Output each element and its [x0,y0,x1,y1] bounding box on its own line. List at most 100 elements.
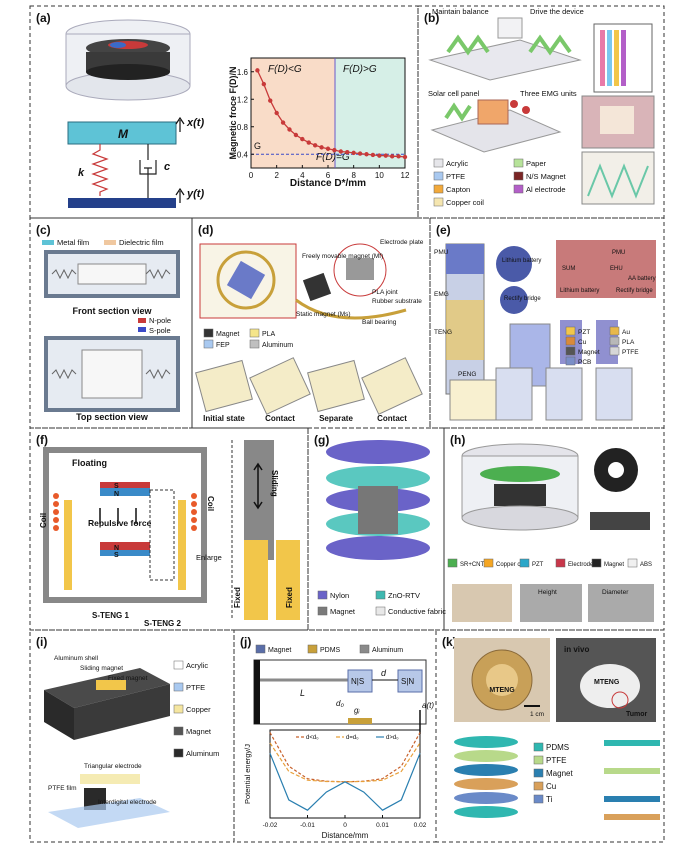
legend-label-b-1: Paper [526,159,547,168]
k-mteng: MTENG [489,687,515,694]
series-point [261,81,267,87]
region-less [251,58,335,168]
legend-label-h-5: ABS [640,562,652,568]
damper-label: c [164,161,170,173]
side-pmu: PMU [434,249,449,256]
legend-metal: Metal film [57,238,89,247]
j-sn: S|N [401,677,414,686]
legend-swatch-i-0 [173,660,184,670]
series-point [306,140,311,145]
series-line-0 [269,732,421,783]
legend-swatch-e-4 [565,346,576,356]
pole-s: S-pole [149,326,171,335]
legend-label-k-1: PTFE [546,756,566,765]
f-pole-2: N [114,491,119,498]
panel-e: (e) PMU EMG TENG PENG Lithium battery Re… [434,223,656,421]
panel-k-photos [454,638,656,722]
xtick-label: 0 [343,822,347,829]
legend-dielectric: Dielectric film [119,238,164,247]
legend-swatch-b-1 [513,158,524,168]
panel-a-spring-mass-model: M k c x(t) y(t) [67,116,204,208]
ytick-label: 0.8 [237,123,249,132]
series-point [383,153,388,158]
base-plate [68,198,176,208]
panel-k-layer-stack [454,736,660,820]
panel-a-device-illustration [65,19,191,101]
xtick-label: 0 [249,171,254,180]
plot-frame [269,729,421,819]
legend-swatch-i-4 [173,748,184,758]
legend-label-d-0: Magnet [216,331,239,338]
series-point [338,149,344,154]
callout-solar: Solar cell panel [428,89,480,98]
legend-swatch-g-2 [317,606,328,616]
legend-label-k-2: Magnet [546,769,573,778]
series-point [357,151,363,156]
ylabel: Potential energy/J [243,744,252,804]
callout-interdigital: Interdigital electrode [98,799,157,806]
legend-label-d-1: PLA [262,331,276,338]
legend-swatch-h-4 [591,558,602,568]
xtick-label: 10 [375,171,384,180]
series-point [255,68,260,73]
callout-fixed: Fixed magnet [108,675,148,682]
series-point [325,146,331,151]
photo-pmu: PMU [612,250,625,256]
legend-label-e-2: Cu [578,339,587,346]
region-greater [335,58,405,168]
photo-diameter: Diameter [602,589,629,596]
legend-swatch-b-0 [433,158,444,168]
panel-k-label: (k) [442,635,457,649]
legend-swatch-d-2 [203,339,214,349]
f-fixed-right: Fixed [285,587,294,608]
damper [139,144,157,198]
legend-label-j-0: Magnet [268,647,291,654]
legend-swatch-k-0 [533,742,544,752]
callout-emg: Three EMG units [520,89,577,98]
legend-label-j-2: Aluminum [372,647,403,654]
series-point [396,154,401,159]
panel-a-label: (a) [36,11,51,25]
legend-swatch-k-3 [533,781,544,791]
stage-4: Contact [377,414,407,423]
series-point [389,154,395,159]
xtick-label: 12 [401,171,410,180]
panel-a: (a) M k c x(t) y(t) [36,11,410,208]
legend-label-e-1: Au [622,329,630,336]
annot-less: F(D)<G [268,64,302,75]
series-point [332,147,337,153]
series-point [293,132,299,138]
xtick-label: 0.01 [376,822,389,829]
spring-label: k [78,167,85,179]
legend-swatch-i-1 [173,682,184,692]
legend-label-e-0: PZT [578,329,590,336]
legend-swatch-e-6 [565,356,576,366]
xtick-label: 0.02 [414,822,427,829]
ylabel: Magnetic froce F(D)/N [228,66,238,159]
legend-swatch-e-3 [609,336,620,346]
xtick-label: 8 [351,171,356,180]
legend-label-e-6: PCB [578,359,591,366]
k-mteng2: MTENG [594,679,620,686]
spring [91,144,109,196]
series-point [351,150,356,156]
series-point [312,143,318,148]
series-point [345,149,350,155]
panel-i-label: (i) [36,635,47,649]
ytick-label: 1.6 [237,68,249,77]
side-emg: EMG [434,291,449,298]
y-label: y(t) [186,188,204,200]
k-1cm: 1 cm [530,711,544,718]
legend-swatch-i-2 [173,704,184,714]
xlabel: Distance D*/mm [290,178,366,189]
series-point [319,145,324,150]
panel-b-robot-illustration [428,17,655,205]
panel-b-frame [417,5,665,219]
photo-sum: SUM [562,266,575,272]
legend-swatch-b-2 [433,171,444,181]
photo-lithium: Lithium battery [560,288,599,294]
